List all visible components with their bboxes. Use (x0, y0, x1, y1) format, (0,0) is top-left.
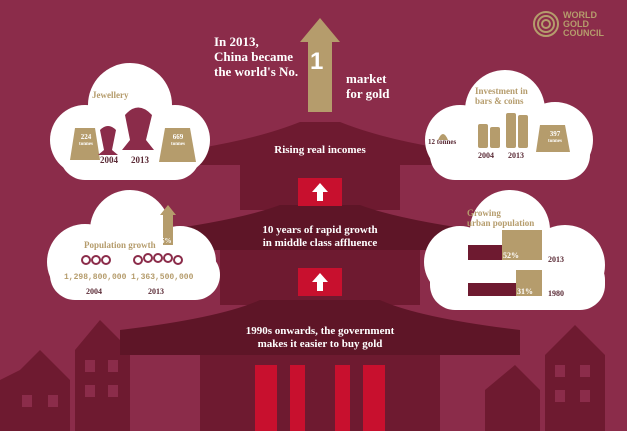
population-title: Population growth (84, 240, 156, 250)
urban-2013-pct: 52% (503, 251, 519, 260)
population-2004: 1,298,800,000 (64, 273, 127, 282)
jewellery-year-2013: 2013 (131, 155, 149, 165)
headline-number: 1 (310, 48, 324, 75)
urban-year-2013: 2013 (548, 255, 564, 264)
jewellery-year-2004: 2004 (100, 155, 118, 165)
urban-1980-pct: 31% (517, 287, 533, 296)
population-year-2004: 2004 (86, 287, 102, 296)
investment-year-2013: 2013 (508, 151, 524, 160)
population-growth: 5% (161, 237, 172, 245)
population-2013: 1,363,500,000 (131, 273, 194, 282)
jewellery-title: Jewellery (92, 90, 129, 100)
urban-year-1980: 1980 (548, 289, 564, 298)
gold-arrow-up (300, 18, 340, 112)
investment-2004-weight: 12 tonnes (428, 138, 457, 146)
concentric-rings-icon (533, 11, 559, 37)
investment-year-2004: 2004 (478, 151, 494, 160)
tier1-label: Rising real incomes (274, 144, 366, 156)
population-year-2013: 2013 (148, 287, 164, 296)
houses-silhouette (0, 320, 605, 431)
